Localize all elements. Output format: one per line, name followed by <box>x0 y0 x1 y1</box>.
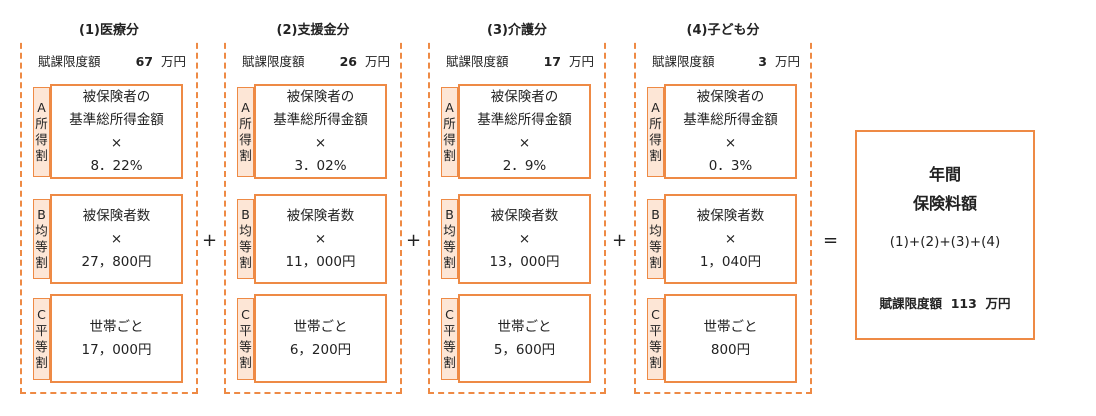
box-income-rate: 被保険者の基準総所得金額×0．3% <box>664 84 797 179</box>
limit-value: 67 <box>135 54 153 69</box>
limit-unit: 万円 <box>160 54 186 69</box>
box-income-rate: 被保険者の基準総所得金額×8．22% <box>50 84 183 179</box>
plus-operator: + <box>612 230 628 251</box>
box-per-capita: 被保険者数×1，040円 <box>664 194 797 284</box>
total-premium-box: 年間 保険料額 (1)+(2)+(3)+(4) 賦課限度額 113 万円 <box>855 130 1035 340</box>
limit-label: 賦課限度額 <box>652 54 715 69</box>
box-income-rate: 被保険者の基準総所得金額×3．02% <box>254 84 387 179</box>
plus-operator: + <box>406 230 422 251</box>
group-title-care: (3)介護分 <box>428 20 606 42</box>
limit-unit: 万円 <box>568 54 594 69</box>
box-per-capita: 被保険者数×27，800円 <box>50 194 183 284</box>
total-limit: 賦課限度額 113 万円 <box>857 293 1033 312</box>
total-limit-unit: 万円 <box>985 296 1011 311</box>
limit-unit: 万円 <box>774 54 800 69</box>
limit-value: 26 <box>339 54 357 69</box>
total-title-line1: 年間 <box>928 165 961 184</box>
limit-unit: 万円 <box>364 54 390 69</box>
limit-value: 17 <box>543 54 561 69</box>
total-limit-value: 113 <box>950 296 977 311</box>
limit-label: 賦課限度額 <box>446 54 509 69</box>
group-title-medical: (1)医療分 <box>20 20 198 42</box>
box-income-rate: 被保険者の基準総所得金額×2．9% <box>458 84 591 179</box>
total-title-line2: 保険料額 <box>912 194 977 213</box>
group-title-children: (4)子ども分 <box>634 20 812 42</box>
group-title-support: (2)支援金分 <box>224 20 402 42</box>
total-limit-label: 賦課限度額 <box>879 296 942 311</box>
limit-label: 賦課限度額 <box>38 54 101 69</box>
plus-operator: + <box>202 230 218 251</box>
limit-value: 3 <box>758 54 767 69</box>
equals-operator: = <box>823 230 839 251</box>
box-per-capita: 被保険者数×11，000円 <box>254 194 387 284</box>
box-per-capita: 被保険者数×13，000円 <box>458 194 591 284</box>
total-formula: (1)+(2)+(3)+(4) <box>889 234 1001 250</box>
limit-label: 賦課限度額 <box>242 54 305 69</box>
